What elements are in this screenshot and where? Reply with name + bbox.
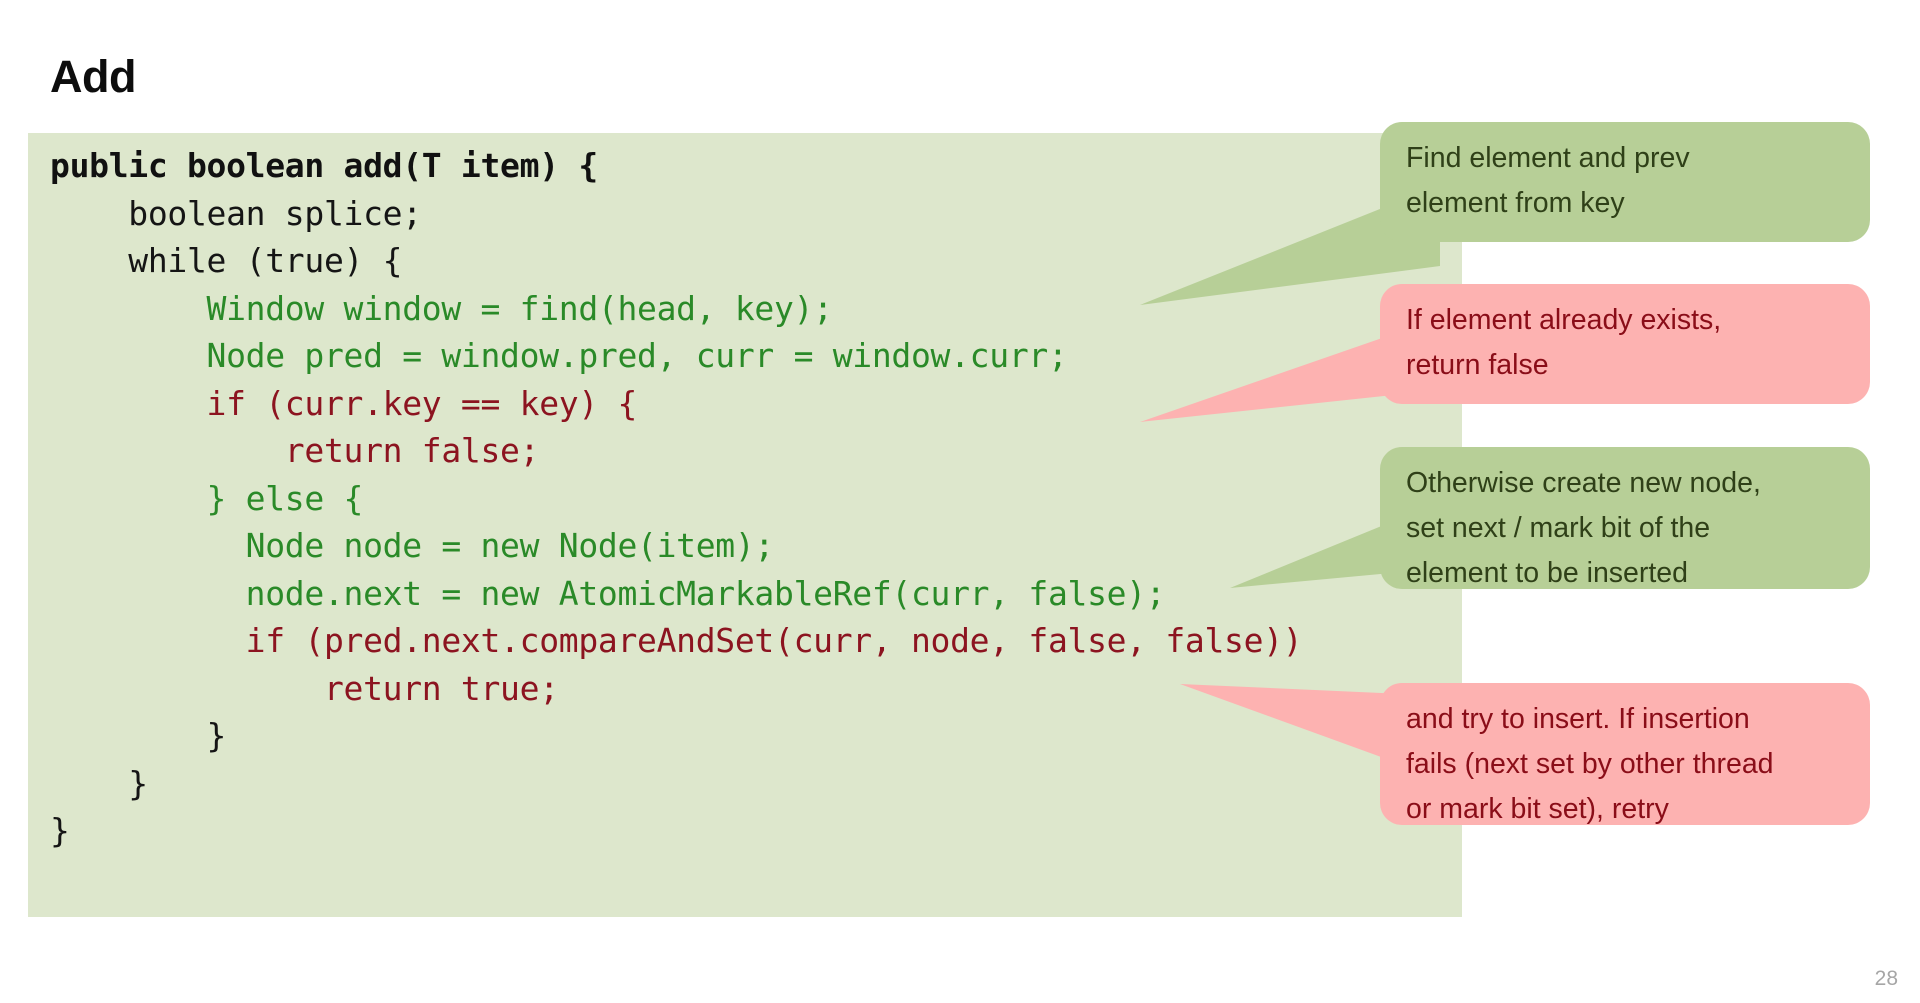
code-line: return false; [50, 427, 1302, 475]
code-token: Node pred = window.pred, curr = window.c… [50, 336, 1068, 375]
callout-find-element: Find element and prev element from key [1380, 122, 1870, 242]
page-number: 28 [1874, 967, 1898, 990]
code-line: Node pred = window.pred, curr = window.c… [50, 332, 1302, 380]
code-token: } [50, 811, 70, 850]
code-token: node.next = new AtomicMarkableRef(curr, … [50, 573, 1166, 613]
code-token: Node node = new Node(item); [50, 526, 775, 565]
code-line: } else { [50, 475, 1302, 523]
callout-element-exists: If element already exists, return false [1380, 284, 1870, 404]
code-line: } [50, 712, 1302, 760]
code-token: } [50, 716, 227, 755]
code-line: } [50, 760, 1302, 808]
code-token: return true; [50, 668, 559, 708]
code-token: while (true) { [50, 241, 403, 280]
callout-create-node: Otherwise create new node, set next / ma… [1380, 447, 1870, 589]
callout-line: set next / mark bit of the [1406, 512, 1711, 544]
callout-line: Otherwise create new node, [1406, 467, 1761, 499]
code-line: while (true) { [50, 237, 1302, 285]
code-token: if (curr.key == key) { [50, 383, 638, 423]
code-token: public boolean add(T item) { [50, 146, 598, 185]
code-token: if (pred.next.compareAndSet(curr, node, … [50, 621, 1303, 660]
code-line: return true; [50, 665, 1302, 713]
callout-line: element from key [1406, 187, 1625, 219]
code-listing: public boolean add(T item) { boolean spl… [50, 142, 1303, 855]
callout-line: element to be inserted [1406, 557, 1689, 589]
code-token: return false; [50, 431, 540, 470]
callout-line: and try to insert. If insertion [1406, 703, 1750, 735]
callout-line: fails (next set by other thread [1406, 748, 1774, 780]
code-token: } [50, 763, 148, 803]
code-line: boolean splice; [50, 190, 1302, 238]
code-token: } else { [50, 478, 364, 518]
code-line: Node node = new Node(item); [50, 522, 1302, 570]
code-panel: public boolean add(T item) { boolean spl… [28, 133, 1462, 917]
code-token: Window window = find(head, key); [50, 288, 833, 328]
page-title: Add [50, 51, 136, 103]
code-line: Window window = find(head, key); [50, 285, 1302, 333]
callout-try-insert: and try to insert. If insertion fails (n… [1380, 683, 1870, 825]
code-line: node.next = new AtomicMarkableRef(curr, … [50, 570, 1302, 618]
code-line: public boolean add(T item) { [50, 142, 1302, 190]
callout-line: or mark bit set), retry [1406, 793, 1669, 825]
callout-line: return false [1406, 349, 1549, 381]
code-token: boolean splice; [50, 193, 422, 233]
code-line: if (curr.key == key) { [50, 380, 1302, 428]
callout-line: Find element and prev [1406, 142, 1690, 174]
code-line: if (pred.next.compareAndSet(curr, node, … [50, 617, 1303, 665]
callout-line: If element already exists, [1406, 304, 1722, 336]
code-line: } [50, 807, 1302, 855]
